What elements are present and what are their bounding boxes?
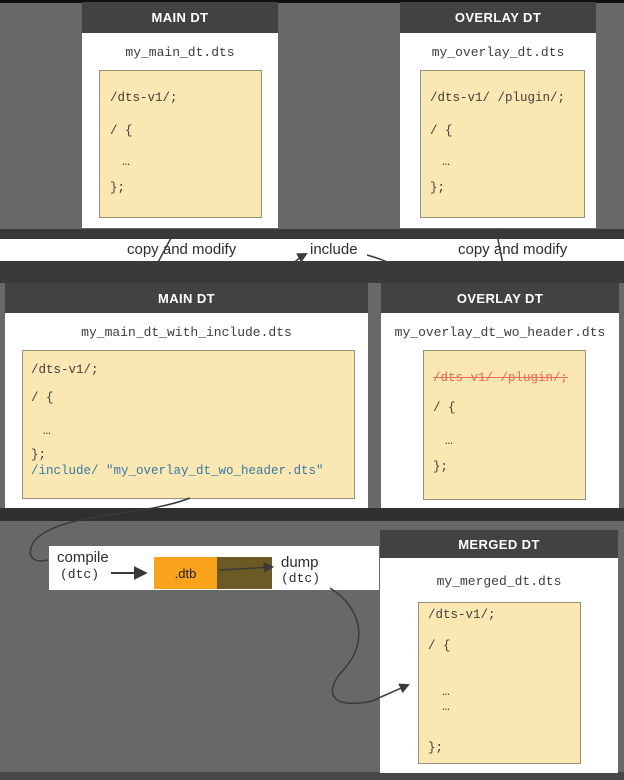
codebox-mid-overlay: /dts-v1/ /plugin/; / { … }; [423, 350, 586, 500]
codebox-merged: /dts-v1/; / { … … }; [418, 602, 581, 764]
code-line: / { [110, 124, 133, 138]
code-line: }; [428, 741, 444, 755]
code-line: … [122, 154, 130, 169]
code-line-struck-header: /dts-v1/ /plugin/; [433, 371, 569, 385]
label-compile-dtc: (dtc) [60, 567, 100, 582]
divider-band-upper [0, 229, 624, 239]
label-copy-and-modify-right: copy and modify [458, 241, 568, 258]
bottom-border-band [0, 772, 624, 780]
divider-band-mid [0, 261, 624, 283]
code-line: /dts-v1/; [31, 363, 99, 377]
code-line: / { [433, 401, 456, 415]
label-include: include [310, 241, 358, 258]
code-line: }; [110, 181, 126, 195]
code-line: /dts-v1/; [110, 91, 178, 105]
filename-my-merged-dt: my_merged_dt.dts [436, 574, 562, 589]
dtb-blob-shadow-box [217, 557, 272, 589]
card-mid-overlay-dt: OVERLAY DT my_overlay_dt_wo_header.dts /… [381, 283, 619, 508]
card-top-overlay-dt-header: OVERLAY DT [400, 2, 596, 33]
label-dump: dump [281, 554, 319, 571]
filename-my-main-dt-with-include: my_main_dt_with_include.dts [81, 325, 292, 340]
divider-band-lower [0, 508, 624, 521]
code-line: }; [31, 448, 47, 462]
card-top-overlay-dt: OVERLAY DT my_overlay_dt.dts /dts-v1/ /p… [400, 2, 596, 228]
card-mid-main-dt: MAIN DT my_main_dt_with_include.dts /dts… [5, 283, 368, 508]
codebox-top-overlay: /dts-v1/ /plugin/; / { … }; [420, 70, 585, 218]
code-line: … [442, 154, 450, 169]
codebox-mid-main: /dts-v1/; / { … }; /include/ "my_overlay… [22, 350, 355, 499]
label-compile: compile [57, 549, 109, 566]
code-line: /dts-v1/ /plugin/; [430, 91, 566, 105]
code-line: / { [430, 124, 453, 138]
code-line: … [442, 699, 450, 714]
code-line-include-statement: /include/ "my_overlay_dt_wo_header.dts" [31, 464, 324, 478]
code-line: }; [433, 460, 449, 474]
filename-my-main-dt: my_main_dt.dts [125, 45, 235, 60]
card-mid-overlay-dt-header: OVERLAY DT [381, 283, 619, 313]
filename-my-overlay-dt: my_overlay_dt.dts [431, 45, 565, 60]
code-line: … [43, 423, 51, 438]
label-copy-and-modify-left: copy and modify [127, 241, 237, 258]
card-top-main-dt-header: MAIN DT [82, 2, 278, 33]
code-line: / { [428, 639, 451, 653]
code-line: }; [430, 181, 446, 195]
code-line: / { [31, 391, 54, 405]
codebox-top-main: /dts-v1/; / { … }; [99, 70, 262, 218]
code-line: … [442, 684, 450, 699]
card-mid-main-dt-header: MAIN DT [5, 283, 368, 313]
card-merged-dt: MERGED DT my_merged_dt.dts /dts-v1/; / {… [380, 530, 618, 773]
code-line: … [445, 433, 453, 448]
card-merged-dt-header: MERGED DT [380, 530, 618, 558]
card-top-main-dt: MAIN DT my_main_dt.dts /dts-v1/; / { … }… [82, 2, 278, 228]
label-dump-dtc: (dtc) [281, 571, 321, 586]
filename-my-overlay-dt-wo-header: my_overlay_dt_wo_header.dts [394, 325, 606, 340]
top-border-band [0, 0, 624, 3]
dtb-file-box: .dtb [154, 557, 217, 589]
code-line: /dts-v1/; [428, 608, 496, 622]
